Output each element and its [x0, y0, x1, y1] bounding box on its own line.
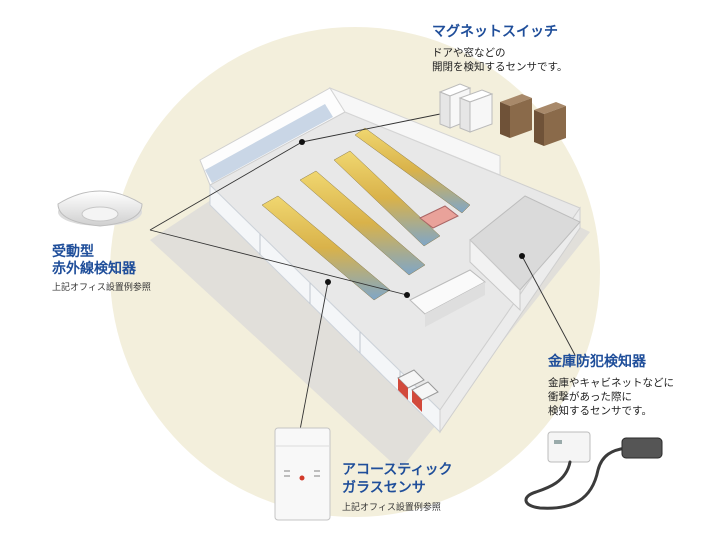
- glass-sensor-vent: [284, 470, 290, 472]
- magnet-switch-desc-1: ドアや窓などの: [432, 46, 506, 59]
- back-room-wall: [469, 238, 521, 312]
- infrared-title-1: 受動型: [52, 243, 94, 260]
- magnet-switch-icon: [438, 83, 566, 146]
- glass-sensor-icon: [274, 427, 331, 521]
- safe-detector-desc-3: 検知するセンサです。: [548, 404, 652, 417]
- magnet-switch-white-2-front: [459, 97, 471, 133]
- safe-detector-desc-2: 衝撃があった際に: [548, 390, 632, 403]
- store-back-wall-right: [328, 86, 501, 176]
- glass-sensor-title-2: ガラスセンサ: [342, 480, 426, 496]
- magnet-switch-brown-1-front: [500, 102, 510, 138]
- sensor-point-magnet: [299, 139, 305, 145]
- leader-line-infrared: [149, 141, 303, 231]
- glass-sensor-led: [299, 475, 305, 481]
- glass-sensor-vent: [314, 475, 320, 477]
- checkout-counter-side: [425, 282, 485, 327]
- entrance-box: [398, 378, 408, 400]
- glass-sensor-vent: [314, 470, 320, 472]
- shelf-3: [333, 150, 441, 247]
- safe-detector-title: 金庫防犯検知器: [547, 353, 647, 370]
- magnet-switch-brown-2: [534, 102, 566, 146]
- entrance-boxes: [397, 369, 439, 412]
- leader-line-glass: [299, 281, 329, 431]
- magnet-switch-white-2-side: [469, 93, 493, 133]
- glass-sensor-vents: [284, 470, 320, 477]
- magnet-switch-white-1-front: [439, 91, 451, 129]
- leader-line-safe: [521, 255, 576, 356]
- display-table: [419, 205, 459, 229]
- magnet-switch-brown-2-top: [534, 102, 566, 114]
- safe-detector-unit: [547, 431, 591, 463]
- magnet-switch-brown-1-side: [510, 98, 532, 138]
- glass-sensor-body: [274, 427, 331, 521]
- sensor-point-safe: [519, 253, 525, 259]
- safe-detector-cable: [524, 446, 628, 510]
- magnet-switch-brown-2-front: [534, 110, 544, 146]
- magnet-switch-title: マグネットスイッチ: [432, 23, 558, 40]
- window-strip: [205, 104, 333, 183]
- glass-sensor-vent: [284, 475, 290, 477]
- leader-line-infrared: [149, 229, 408, 296]
- leader-line-magnet: [301, 111, 451, 143]
- safe-detector-sensor: [621, 437, 663, 459]
- leader-lines: [149, 111, 576, 431]
- safe-detector-led: [554, 440, 562, 444]
- product-shelves: [261, 127, 471, 301]
- glass-sensor-note: 上記オフィス設置例参照: [342, 501, 441, 513]
- glass-sensor-title-1: アコースティック: [342, 462, 452, 478]
- safe-detector-desc-1: 金庫やキャビネットなどに: [548, 376, 674, 389]
- infrared-title-2: 赤外線検知器: [52, 260, 137, 277]
- sensor-point-infrared: [404, 292, 410, 298]
- magnet-switch-brown-2-side: [544, 106, 566, 146]
- entrance-box: [412, 390, 422, 412]
- shelf-1: [261, 195, 391, 301]
- magnet-switch-brown-1-top: [500, 94, 532, 106]
- infrared-detector-icon: [57, 190, 143, 227]
- infrared-detector-lens: [81, 206, 119, 222]
- sensor-point-glass: [325, 279, 331, 285]
- shelf-2: [299, 170, 426, 276]
- magnet-switch-white-2: [458, 89, 494, 133]
- magnet-switch-desc-2: 開閉を検知するセンサです。: [432, 60, 567, 73]
- leader-dots: [299, 139, 525, 298]
- magnet-switch-brown-1: [500, 94, 532, 138]
- infrared-note: 上記オフィス設置例参照: [52, 281, 151, 293]
- safe-detector-icon: [524, 431, 663, 510]
